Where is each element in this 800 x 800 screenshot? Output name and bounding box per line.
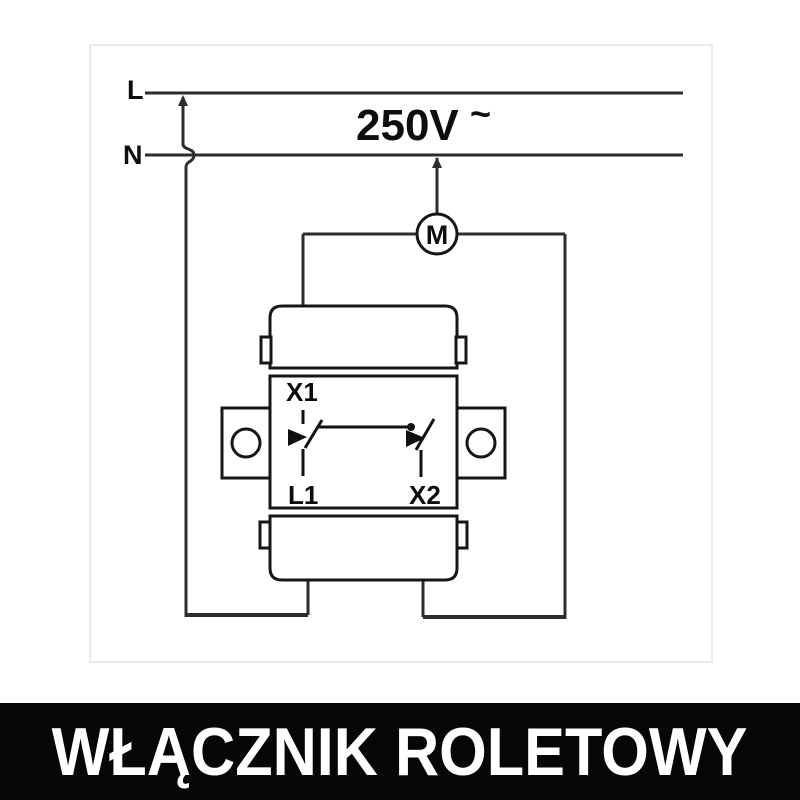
top-left-clip: [259, 335, 273, 365]
n-junction-arrow: [432, 157, 442, 168]
left-contact-lever: [303, 419, 324, 449]
l-junction-arrow: [178, 95, 188, 106]
left-actuator-arrow: [288, 429, 307, 446]
left-ear-hole: [230, 427, 262, 459]
terminal-x1-label: X1: [286, 377, 318, 407]
n-line-label: N: [123, 140, 143, 170]
voltage-label: 250V: [356, 101, 459, 150]
device-bottom-flange: [268, 514, 459, 582]
diagram-image-border: [89, 44, 713, 663]
top-right-clip: [454, 335, 468, 365]
right-ear-hole: [465, 427, 497, 459]
contact-pivot-dot: [407, 423, 415, 431]
l-line-label: L: [127, 75, 144, 105]
wiring-diagram: M: [89, 44, 713, 663]
product-title-banner: WŁĄCZNIK ROLETOWY: [0, 703, 800, 800]
right-contact-lever: [414, 418, 436, 451]
terminal-l1-label: L1: [288, 480, 318, 510]
motor-circle: [415, 212, 459, 256]
bottom-left-clip: [258, 520, 272, 550]
motor-label: M: [426, 220, 449, 250]
voltage-tilde: ~: [470, 93, 491, 134]
device-body: [268, 374, 459, 510]
terminal-x2-label: X2: [409, 480, 441, 510]
device-top-flange: [268, 304, 459, 370]
bottom-right-clip: [455, 520, 469, 550]
right-actuator-arrow: [406, 430, 425, 447]
product-title: WŁĄCZNIK ROLETOWY: [52, 713, 748, 790]
l-feed-wire: [181, 97, 196, 613]
